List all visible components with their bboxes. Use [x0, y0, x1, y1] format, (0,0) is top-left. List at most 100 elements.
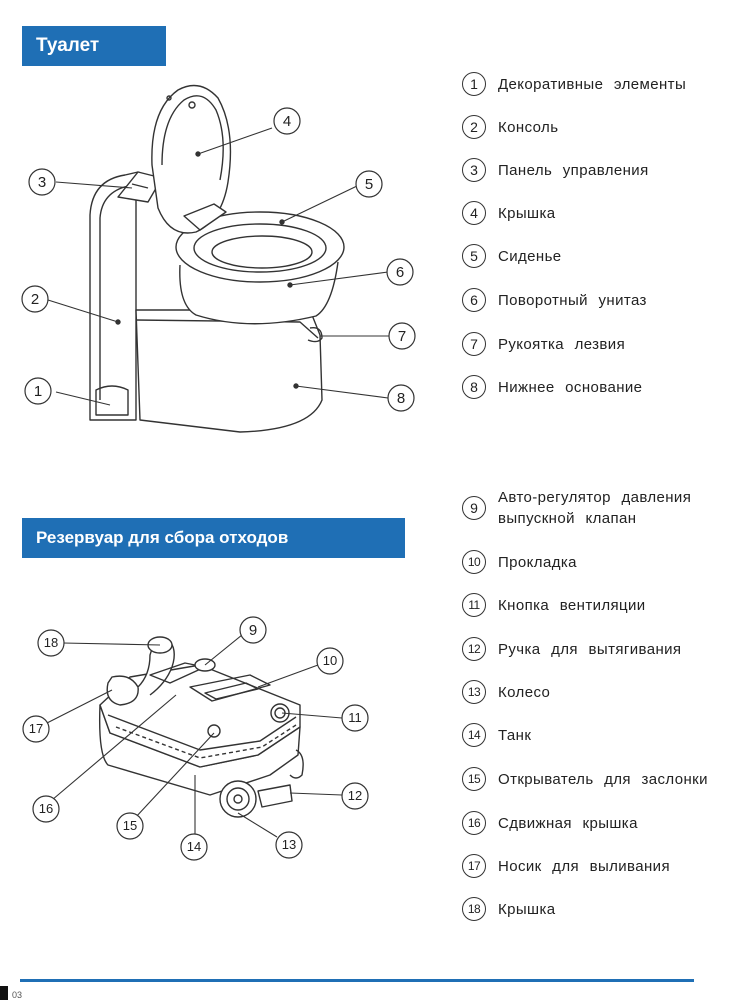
- callout-2: 2: [21, 285, 49, 313]
- svg-text:11: 11: [348, 710, 362, 725]
- legend-item-lower-base: 8 Нижнее основание: [462, 375, 642, 399]
- callout-1: 1: [24, 377, 52, 405]
- legend-label: Танк: [498, 726, 532, 744]
- legend-number: 15: [462, 767, 486, 791]
- legend-label: Открыватель для заслонки: [498, 770, 708, 788]
- legend-label: Прокладка: [498, 553, 577, 571]
- legend-number: 6: [462, 288, 486, 312]
- gasket: [189, 674, 271, 702]
- pull-handle: [257, 784, 293, 808]
- legend-label: Крышка: [498, 204, 556, 222]
- legend-item-console: 2 Консоль: [462, 115, 558, 139]
- legend-item-tank: 14 Танк: [462, 723, 531, 747]
- legend-label: Колесо: [498, 683, 551, 701]
- callout-9: 9: [239, 616, 267, 644]
- wheel: [219, 780, 257, 818]
- svg-text:1: 1: [34, 383, 42, 400]
- svg-text:7: 7: [398, 328, 406, 345]
- callout-13: 13: [275, 831, 303, 859]
- callout-10: 10: [316, 647, 344, 675]
- legend-item-wheel: 13 Колесо: [462, 680, 550, 704]
- legend-label: Рукоятка лезвия: [498, 335, 626, 353]
- legend-number: 10: [462, 550, 486, 574]
- legend-number: 14: [462, 723, 486, 747]
- svg-text:16: 16: [39, 801, 53, 816]
- legend-item-decorative-elements: 1 Декоративные элементы: [462, 72, 686, 96]
- svg-text:4: 4: [283, 113, 291, 130]
- callout-7: 7: [388, 322, 416, 350]
- legend-item-control-panel: 3 Панель управления: [462, 158, 649, 182]
- legend-item-pressure-valve: 9 Авто-регулятор давления выпускной клап…: [462, 487, 728, 529]
- callout-15: 15: [116, 812, 144, 840]
- legend-number: 9: [462, 496, 486, 520]
- svg-text:13: 13: [282, 837, 296, 852]
- svg-text:5: 5: [365, 176, 373, 193]
- svg-text:8: 8: [397, 390, 405, 407]
- legend-item-gasket: 10 Прокладка: [462, 550, 577, 574]
- callout-5: 5: [355, 170, 383, 198]
- lower-base: [135, 309, 323, 433]
- legend-number: 4: [462, 201, 486, 225]
- legend-label: Сдвижная крышка: [498, 814, 638, 832]
- legend-item-pour-spout: 17 Носик для выливания: [462, 854, 670, 878]
- page-marker: [0, 986, 8, 1000]
- legend-item-blade-handle: 7 Рукоятка лезвия: [462, 332, 625, 356]
- legend-number: 16: [462, 811, 486, 835]
- callout-11: 11: [341, 704, 369, 732]
- decorative-element: [95, 385, 129, 416]
- svg-text:3: 3: [38, 174, 46, 191]
- legend-number: 5: [462, 244, 486, 268]
- svg-text:15: 15: [123, 818, 137, 833]
- legend-item-sliding-lid: 16 Сдвижная крышка: [462, 811, 638, 835]
- legend-number: 13: [462, 680, 486, 704]
- callout-14: 14: [180, 833, 208, 861]
- page-number: 03: [12, 990, 23, 1000]
- callout-16: 16: [32, 795, 60, 823]
- callout-6: 6: [386, 258, 414, 286]
- console-body: [89, 171, 153, 421]
- section-title-toilet: Туалет: [36, 35, 100, 56]
- legend-number: 2: [462, 115, 486, 139]
- legend-number: 17: [462, 854, 486, 878]
- vent-button: [270, 703, 290, 723]
- legend-item-swivel-bowl: 6 Поворотный унитаз: [462, 288, 647, 312]
- legend-label: Нижнее основание: [498, 378, 643, 396]
- legend-number: 1: [462, 72, 486, 96]
- legend-label: Консоль: [498, 118, 559, 136]
- waste-tank-diagram: 9 10 11 12 13 14 15 16 17 18: [22, 616, 369, 861]
- legend-item-seat: 5 Сиденье: [462, 244, 562, 268]
- section-header-waste-tank: Резервуар для сбора отходов: [22, 518, 405, 558]
- legend-number: 8: [462, 375, 486, 399]
- svg-text:12: 12: [348, 788, 362, 803]
- legend-number: 18: [462, 897, 486, 921]
- legend-label: Панель управления: [498, 161, 649, 179]
- callout-17: 17: [22, 715, 50, 743]
- legend-item-vent-button: 11 Кнопка вентиляции: [462, 593, 646, 617]
- callout-18: 18: [37, 629, 65, 657]
- legend-number: 3: [462, 158, 486, 182]
- legend-label: Кнопка вентиляции: [498, 596, 646, 614]
- legend-number: 12: [462, 637, 486, 661]
- legend-item-lid: 4 Крышка: [462, 201, 556, 225]
- svg-text:6: 6: [396, 264, 404, 281]
- legend-number: 11: [462, 593, 486, 617]
- section-title-waste-tank: Резервуар для сбора отходов: [36, 528, 289, 547]
- legend-label: Крышка: [498, 900, 556, 918]
- legend-item-cap: 18 Крышка: [462, 897, 556, 921]
- legend-label: Декоративные элементы: [498, 75, 687, 93]
- svg-text:2: 2: [31, 291, 39, 308]
- slide-opener: [207, 724, 221, 738]
- svg-text:14: 14: [187, 839, 201, 854]
- legend-item-slide-opener: 15 Открыватель для заслонки: [462, 767, 708, 791]
- section-header-toilet: Туалет: [22, 26, 166, 66]
- svg-text:17: 17: [29, 721, 43, 736]
- callout-8: 8: [387, 384, 415, 412]
- legend-label: Ручка для вытягивания: [498, 640, 682, 658]
- legend-label: Сиденье: [498, 247, 562, 265]
- lid-hinge: [183, 203, 227, 231]
- svg-text:18: 18: [44, 635, 58, 650]
- callout-3: 3: [28, 168, 56, 196]
- legend-label: Поворотный унитаз: [498, 291, 647, 309]
- lid: [151, 84, 232, 234]
- blade-handle: [307, 327, 323, 343]
